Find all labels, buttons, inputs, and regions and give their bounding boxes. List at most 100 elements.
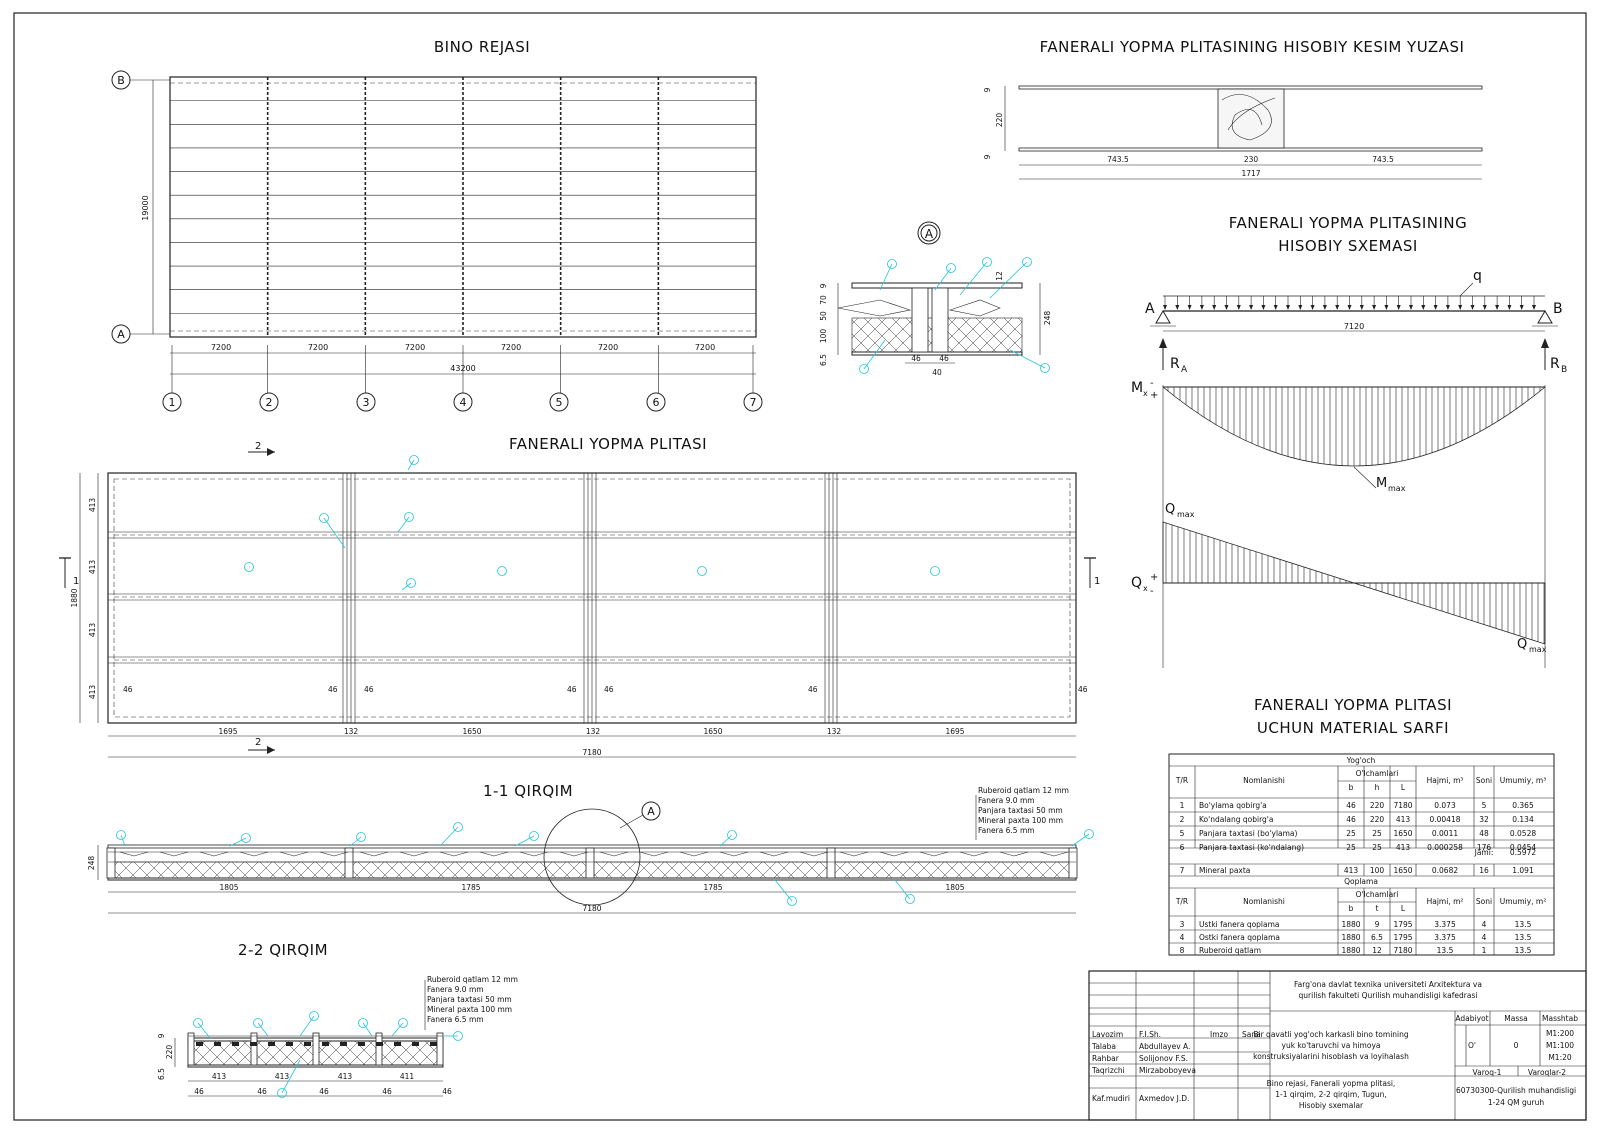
reaction-rb-sub: B [1561, 365, 1567, 375]
slab-rib-dim-3: 46 [364, 685, 374, 694]
slab-cut-mark-bottom: 2 [255, 737, 261, 748]
stamp-drawing-line-1: Bino rejasi, Fanerali yopma plitasi, [1267, 1079, 1396, 1088]
node-dim-bottom-1: 46 [911, 354, 921, 363]
node-dim-bottom-2: 46 [939, 354, 949, 363]
callout-marker-30 [277, 1088, 287, 1098]
callout-marker-24 [193, 1018, 203, 1028]
moment-max-sub: max [1388, 484, 1406, 493]
moment-mx: M [1131, 380, 1143, 396]
reaction-ra-sub: A [1181, 365, 1188, 375]
callout-marker-23 [905, 894, 915, 904]
slab-row-dim-4: 413 [88, 685, 97, 700]
wood-row-0-cell-4: 7180 [1393, 801, 1412, 810]
wood-row-3-cell-3: 25 [1372, 843, 1382, 852]
cut22-layer-1: Ruberoid qatlam 12 mm [427, 975, 518, 984]
plan-title: BINO REJASI [434, 38, 530, 56]
stamp-scale-1: M1:200 [1546, 1029, 1574, 1038]
scheme-title-line-2: HISOBIY SXEMASI [1278, 237, 1418, 255]
support-label-a: A [1145, 301, 1155, 317]
wood-row-1-cell-1: Ko'ndalang qobirg'a [1199, 815, 1273, 824]
wood-row-3-cell-1: Panjara taxtasi (ko'ndalang) [1199, 843, 1304, 852]
stamp-h-adabiyot: Adabiyot [1455, 1014, 1488, 1023]
cover-row-0-cell-6: 4 [1482, 920, 1487, 929]
slab-bottom-dim-6: 132 [827, 727, 842, 736]
callout-marker-18 [453, 822, 463, 832]
callout-marker-28 [398, 1018, 408, 1028]
wood-row-3-cell-0: 6 [1180, 843, 1185, 852]
mineral-cell-1: Mineral paxta [1199, 866, 1250, 875]
wood-row-0-cell-3: 220 [1370, 801, 1385, 810]
cover-section-title: Qoplama [1344, 877, 1378, 886]
plan-span-dim-6: 7200 [695, 343, 715, 352]
cut22-left-dim-3: 6.5 [157, 1068, 166, 1080]
wood-row-3-cell-7: 0.0454 [1510, 843, 1536, 852]
shear-max-sub-bottom: max [1529, 645, 1547, 654]
callout-marker-5 [859, 364, 869, 374]
wood-row-3-cell-2: 25 [1346, 843, 1356, 852]
callout-marker-19 [529, 831, 539, 841]
slab-rib-dim-7: 46 [1078, 685, 1088, 694]
stamp-role-4: Kaf.mudiri [1092, 1094, 1130, 1103]
cover-row-2-cell-0: 8 [1180, 946, 1185, 955]
reaction-rb: R [1550, 356, 1560, 372]
axis-7: 7 [750, 396, 757, 409]
cover-row-2-cell-7: 13.5 [1515, 946, 1532, 955]
plan-span-dim-4: 7200 [501, 343, 521, 352]
slab-bottom-dim-5: 1650 [703, 727, 722, 736]
cover-row-2-cell-1: Ruberoid qatlam [1199, 946, 1261, 955]
cover-row-2-cell-6: 1 [1482, 946, 1487, 955]
design-scheme: FANERALI YOPMA PLITASINING HISOBIY SXEMA… [1131, 214, 1567, 668]
stamp-project-line-1: Bir qavatli yog'och karkasli bino tomini… [1253, 1030, 1409, 1039]
cover-row-1-cell-1: Ostki fanera qoplama [1199, 933, 1280, 942]
cover-h-total: Umumiy, m² [1500, 897, 1546, 906]
node-dim-4: 100 [819, 329, 828, 344]
section-2-2: 2-2 QIRQIM Ruberoid qatlam 12 mm Fanera … [157, 941, 518, 1097]
wood-h-b: b [1349, 783, 1354, 792]
callout-marker-17 [356, 832, 366, 842]
slab-row-dim-2: 413 [88, 560, 97, 575]
shear-qx-sub: x [1143, 584, 1148, 593]
wood-h-dims: O'lchamlari [1356, 769, 1399, 778]
wood-h-name: Nomlanishi [1243, 776, 1285, 785]
cut11-layer-2: Fanera 9.0 mm [978, 796, 1035, 805]
plan-total-dim: 43200 [450, 364, 475, 373]
slab-bottom-dim-4: 132 [586, 727, 601, 736]
cut11-layer-4: Mineral paxta 100 mm [978, 816, 1063, 825]
cut11-dim-2: 1785 [461, 883, 480, 892]
axis-1: 1 [169, 396, 176, 409]
cut11-layer-3: Panjara taxtasi 50 mm [978, 806, 1063, 815]
callout-marker-27 [358, 1018, 368, 1028]
cut22-rib-1: 46 [194, 1087, 204, 1096]
cut22-rib-4: 46 [382, 1087, 392, 1096]
node-dim-3: 50 [819, 311, 828, 321]
stamp-person-1: Abdullayev A. [1139, 1042, 1190, 1051]
stamp-sheets: Varoqlar-2 [1528, 1068, 1566, 1077]
stamp-org-line-2: qurilish fakulteti Qurilish muhandisligi… [1299, 991, 1478, 1000]
cut22-rib-3: 46 [319, 1087, 329, 1096]
cover-row-2-cell-2: 1880 [1341, 946, 1360, 955]
shear-max-label-bottom: Q [1517, 637, 1527, 652]
wood-row-2-cell-3: 25 [1372, 829, 1382, 838]
cover-row-0-cell-5: 3.375 [1434, 920, 1456, 929]
slab-rib-dim-2: 46 [328, 685, 338, 694]
load-label-q: q [1473, 268, 1482, 284]
stamp-org-line-1: Farg'ona davlat texnika universiteti Arx… [1294, 980, 1482, 989]
wood-h-count: Soni [1476, 776, 1492, 785]
wood-jami-value: 0.5972 [1510, 848, 1536, 857]
callout-markers [116, 257, 1094, 1098]
wood-h-l: L [1401, 783, 1406, 792]
material-title-line-1: FANERALI YOPMA PLITASI [1254, 696, 1452, 714]
plan-span-dim-1: 7200 [211, 343, 231, 352]
shear-qx: Q [1131, 575, 1142, 591]
cut22-dim-2: 413 [275, 1072, 290, 1081]
wood-row-2-cell-5: 0.0011 [1432, 829, 1458, 838]
wood-row-0-cell-6: 5 [1482, 801, 1487, 810]
node-dim-bottom-total: 40 [932, 368, 942, 377]
cut11-title: 1-1 QIRQIM [483, 782, 573, 800]
callout-marker-11 [497, 566, 507, 576]
